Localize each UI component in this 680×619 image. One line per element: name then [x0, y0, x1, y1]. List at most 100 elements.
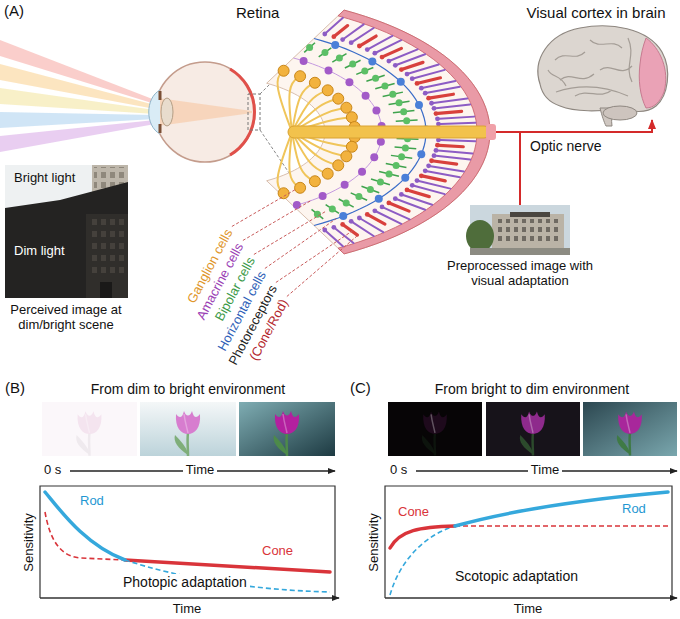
ganglion-cell [346, 112, 357, 123]
tulip-strip [42, 402, 137, 456]
photoreceptor [435, 143, 440, 148]
axis-label: Sensitivity [367, 513, 382, 572]
leader-line [287, 235, 359, 297]
tulip-strip [76, 411, 101, 456]
section-heading: Retina [236, 4, 279, 21]
optic-nerve-bundle [288, 126, 490, 138]
bipolar-cell [343, 200, 350, 207]
tulip-strip [583, 402, 677, 456]
amacrine-cell [370, 153, 378, 161]
photoreceptor [423, 91, 428, 96]
photoreceptor [434, 111, 439, 116]
light-rays [0, 88, 155, 114]
nerve-fiber [292, 132, 315, 181]
tulip-strip [520, 411, 545, 455]
graph-axes [40, 597, 339, 598]
ganglion-cell [333, 160, 344, 171]
photoreceptor [419, 78, 441, 83]
photoreceptor [415, 178, 420, 183]
bipolar-cell [361, 67, 368, 74]
sensitivity-curve [455, 525, 668, 527]
leader-line [265, 219, 336, 269]
bipolar-cell [402, 144, 409, 151]
photo-label: Dim light [14, 244, 65, 259]
photoreceptor [399, 67, 404, 72]
eyeball [158, 98, 252, 126]
bipolar-cell [371, 179, 390, 185]
bipolar-cell [356, 67, 373, 74]
photo-label: Bright light [14, 171, 75, 186]
photoreceptor [432, 153, 437, 158]
amacrine-cell [325, 67, 333, 75]
bipolar-cell [339, 199, 354, 207]
photoreceptor [331, 225, 336, 230]
bipolar-cell [345, 60, 361, 68]
photoreceptor [433, 98, 467, 102]
photoreceptor [426, 163, 431, 168]
photoreceptor [357, 216, 362, 221]
ganglion-cell [309, 176, 320, 187]
perceived-photo [5, 165, 128, 298]
bipolar-cell [389, 91, 396, 98]
sensitivity-curve [390, 526, 455, 595]
photoreceptor [331, 34, 336, 39]
bipolar-cell [306, 44, 313, 51]
photoreceptor [380, 205, 385, 210]
photoreceptor [386, 200, 391, 205]
tulip-strip [140, 402, 236, 456]
perceived-photo [86, 214, 128, 298]
ganglion-cell [309, 77, 320, 88]
perceived-photo [5, 165, 128, 298]
axis-label: Time [183, 463, 217, 478]
horizontal-cell [331, 41, 339, 49]
photoreceptor [438, 151, 473, 154]
panel-title: From dim to bright environment [91, 381, 286, 397]
photoreceptor [393, 63, 398, 68]
photoreceptor [423, 168, 428, 173]
photoreceptor [415, 81, 420, 86]
ganglion-cell [295, 182, 306, 193]
curve-label: Cone [398, 505, 429, 520]
photoreceptor [340, 37, 345, 42]
horizontal-cell [415, 101, 423, 109]
nerve-fiber [289, 132, 300, 188]
bipolar-cell [366, 75, 384, 81]
bipolar-cell [403, 117, 410, 124]
tulip-strip [388, 402, 482, 456]
bipolar-cell [398, 153, 405, 160]
section-heading: Visual cortex in brain [527, 4, 666, 21]
bipolar-cell [381, 83, 388, 90]
photoreceptor [405, 72, 410, 77]
optic-nerve-path [519, 132, 521, 205]
bipolar-cell [367, 186, 374, 193]
photoreceptor [429, 158, 434, 163]
image-caption: Preprocessed image with visual adaptatio… [445, 259, 595, 289]
eyeball [149, 90, 160, 134]
bipolar-cell [349, 61, 356, 68]
photoreceptor [433, 161, 456, 164]
bipolar-cell [372, 75, 379, 82]
time-origin: 0 s [390, 463, 407, 478]
amacrine-cell [293, 201, 301, 209]
graph-title: Photopic adaptation [120, 574, 250, 590]
photoreceptor [372, 51, 377, 56]
eyeball [159, 124, 162, 133]
panel-title: From bright to dim environment [435, 381, 630, 397]
bipolar-cell [362, 186, 380, 193]
photoreceptor [349, 219, 354, 224]
amacrine-cell [377, 138, 385, 146]
amacrine-cell [341, 181, 349, 189]
tulip-strip [422, 411, 447, 455]
retina-fan [267, 10, 490, 254]
sensitivity-curve [45, 492, 125, 560]
amacrine-cell [358, 168, 366, 176]
photoreceptor [426, 96, 431, 101]
bipolar-cell [314, 211, 321, 218]
photoreceptor [340, 222, 345, 227]
photoreceptor [399, 192, 404, 197]
photoreceptor [410, 183, 415, 188]
preprocessed-photo [510, 212, 550, 217]
leader-line [243, 201, 311, 241]
bipolar-cell [400, 108, 407, 115]
